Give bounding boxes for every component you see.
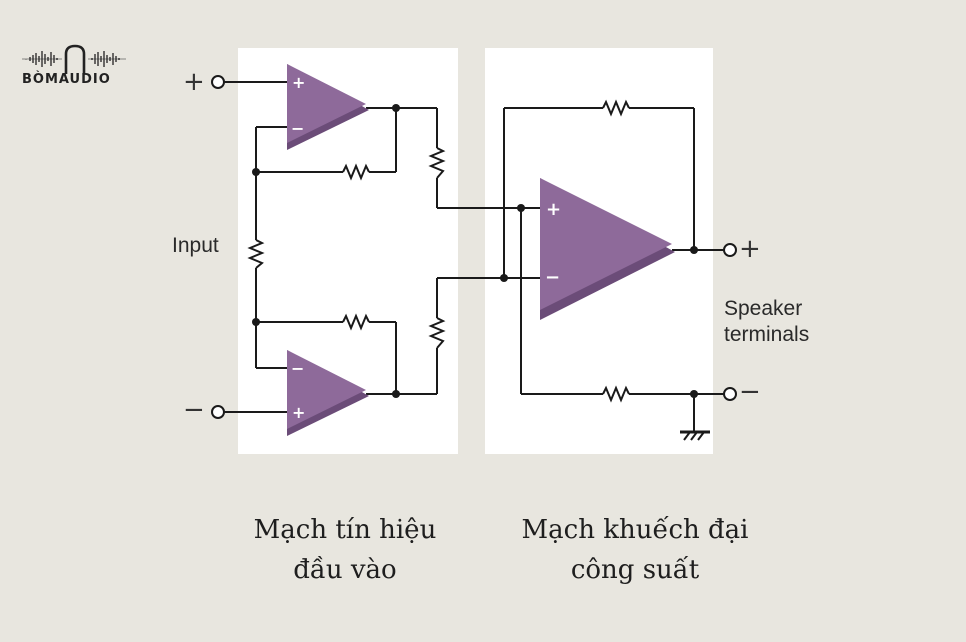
output-minus-terminal <box>723 387 737 401</box>
speaker-terminals-label: Speaker terminals <box>724 296 809 348</box>
power-stage-caption-line2: công suất <box>570 555 700 585</box>
output-plus-sign: + <box>739 234 761 264</box>
power-stage-caption-line1: Mạch khuếch đại <box>521 515 749 545</box>
input-minus-sign: − <box>183 395 205 425</box>
resistor-lower-feedback <box>342 313 370 331</box>
resistor-upper-feedback <box>342 163 370 181</box>
power-opamp <box>540 178 675 320</box>
soundwave-logo-icon <box>22 44 126 74</box>
resistors <box>247 99 630 403</box>
opamp-signs: + − − + + − <box>291 73 561 422</box>
power-stage-caption: Mạch khuếch đại công suất <box>495 510 775 590</box>
resistor-upper-series <box>428 147 446 179</box>
resistor-input-gain <box>247 239 265 269</box>
upper-opamp-plus: + <box>292 73 305 92</box>
output-minus-sign: − <box>739 377 761 407</box>
resistor-power-feedback <box>602 99 630 117</box>
logo-text: BÒMAUDIO <box>22 72 111 87</box>
lower-opamp <box>287 350 369 436</box>
power-opamp-minus: − <box>545 267 560 288</box>
input-stage-caption-line2: đầu vào <box>293 555 397 585</box>
junction-dots <box>252 104 698 398</box>
resistor-power-bottom <box>602 385 630 403</box>
upper-opamp <box>287 64 369 150</box>
terminals <box>211 75 737 419</box>
speaker-label-line1: Speaker <box>724 297 803 320</box>
output-plus-terminal <box>723 243 737 257</box>
input-plus-sign: + <box>183 67 205 97</box>
input-plus-terminal <box>211 75 225 89</box>
input-stage-caption: Mạch tín hiệu đầu vào <box>225 510 465 590</box>
brand-logo: BÒMAUDIO <box>22 44 132 88</box>
speaker-label-line2: terminals <box>724 323 810 346</box>
circuit-wires <box>224 81 724 441</box>
power-opamp-plus: + <box>546 199 561 220</box>
upper-opamp-minus: − <box>291 119 304 138</box>
input-label: Input <box>172 234 219 257</box>
lower-opamp-minus: − <box>291 359 304 378</box>
input-minus-terminal <box>211 405 225 419</box>
lower-opamp-plus: + <box>292 403 305 422</box>
input-stage-caption-line1: Mạch tín hiệu <box>253 515 437 545</box>
resistor-lower-series <box>428 317 446 349</box>
